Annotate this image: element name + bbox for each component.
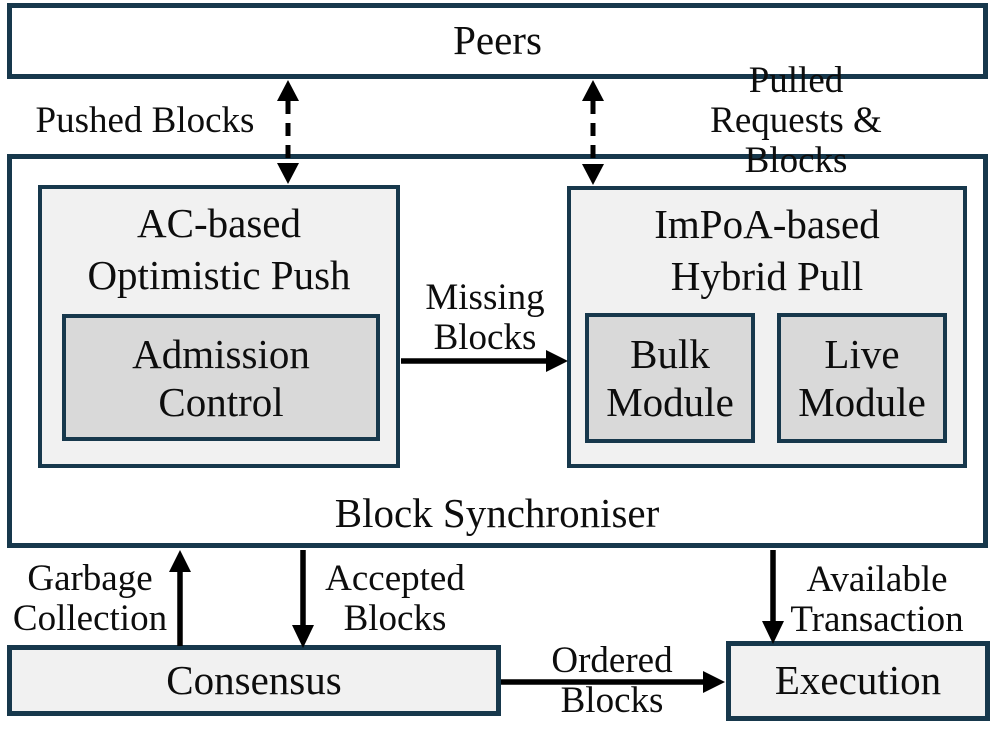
arrow-available-transaction [762,550,784,644]
optimistic-push-title: AC-based Optimistic Push [87,200,351,298]
accepted-blocks-label: Accepted Blocks [325,558,465,639]
live-module-box: Live Module [777,313,947,443]
live-module-label: Live Module [798,331,926,425]
arrow-garbage-collection [169,550,191,646]
garbage-collection-label: Garbage Collection [12,558,168,639]
bulk-module-box: Bulk Module [585,313,755,443]
admission-control-box: Admission Control [62,314,380,441]
arrow-accepted-blocks [292,550,314,648]
execution-label: Execution [774,657,942,704]
peers-label: Peers [453,17,542,64]
admission-control-label: Admission Control [132,330,310,425]
block-synchroniser-label: Block Synchroniser [334,490,660,536]
ordered-blocks-label: Ordered Blocks [551,640,673,721]
execution-box: Execution [726,641,990,721]
pushed-blocks-label: Pushed Blocks [35,100,255,141]
available-transaction-label: Available Transaction [790,559,964,640]
consensus-box: Consensus [7,645,501,716]
pulled-requests-blocks-label: Pulled Requests & Blocks [710,60,882,181]
consensus-label: Consensus [166,656,342,703]
missing-blocks-label: Missing Blocks [425,277,545,358]
hybrid-pull-title: ImPoA-based Hybrid Pull [654,201,880,299]
bulk-module-label: Bulk Module [606,331,734,425]
peers-box: Peers [7,3,988,79]
